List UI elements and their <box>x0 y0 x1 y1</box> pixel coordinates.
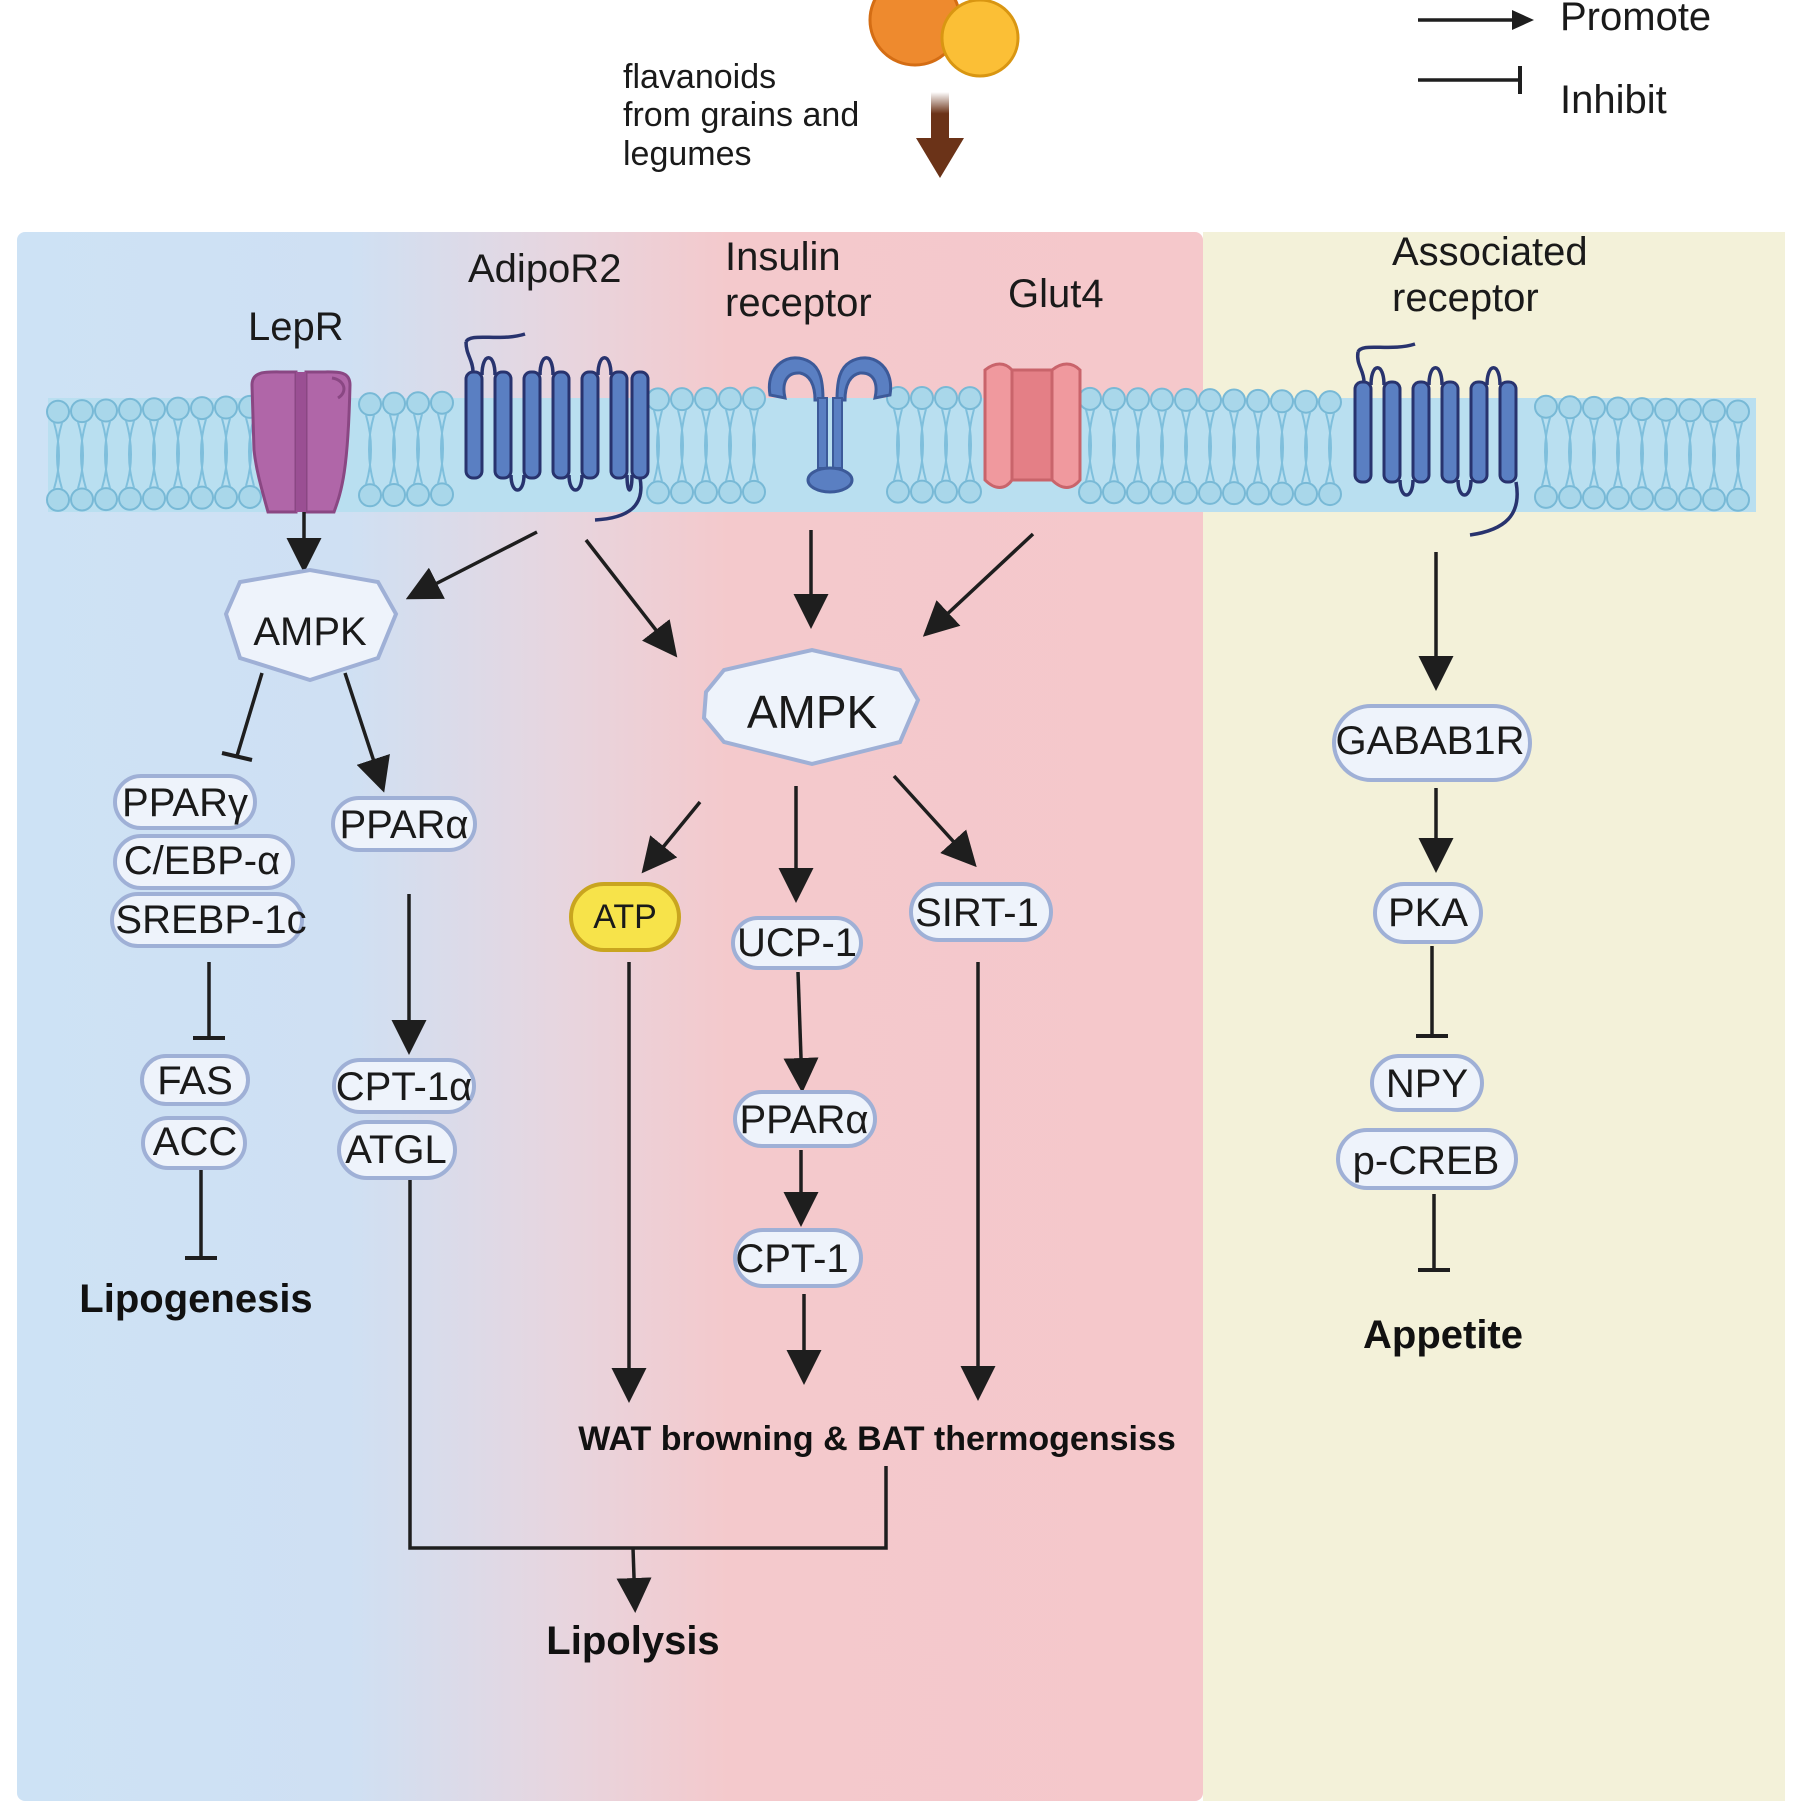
cpt-1a-label: CPT-1α <box>336 1065 472 1109</box>
fas-label: FAS <box>157 1059 233 1103</box>
flavonoid-source-line-3: legumes <box>623 135 752 173</box>
atp-label: ATP <box>593 898 657 936</box>
ampk-left-label: AMPK <box>253 610 367 654</box>
atgl-node: ATGL <box>337 1120 457 1180</box>
flavonoid-source-line-2: from grains and <box>623 96 859 134</box>
pka-node: PKA <box>1373 882 1483 944</box>
ppar-gamma-label: PPARγ <box>122 781 248 825</box>
sirt-1-node: SIRT-1 <box>909 882 1053 942</box>
p-creb-node: p-CREB <box>1336 1128 1518 1190</box>
legend: Promote Inhibit <box>1418 0 1711 122</box>
p-creb-label: p-CREB <box>1353 1139 1500 1183</box>
npy-label: NPY <box>1386 1062 1468 1106</box>
ampk-center-label: AMPK <box>747 686 878 738</box>
srebp-1c-label: SREBP-1c <box>115 898 306 942</box>
ppar-alpha-left-node: PPARα <box>331 796 477 852</box>
lipolysis-label: Lipolysis <box>546 1619 719 1663</box>
intake-arrow-icon <box>916 92 964 178</box>
cpt-1-label: CPT-1 <box>735 1237 848 1281</box>
atp-node: ATP <box>569 882 681 952</box>
associated-receptor-label-2: receptor <box>1392 276 1539 320</box>
lepr-label: LepR <box>248 305 344 349</box>
srebp-1c-node: SREBP-1c <box>110 892 307 948</box>
lipogenesis-label: Lipogenesis <box>79 1277 312 1321</box>
legend-inhibit-label: Inhibit <box>1560 78 1667 122</box>
lepr-receptor-icon <box>250 370 352 514</box>
glut4-transporter-icon <box>983 362 1082 489</box>
cebp-alpha-node: C/EBP-α <box>113 834 295 890</box>
ppar-alpha-center-node: PPARα <box>733 1090 877 1148</box>
acc-label: ACC <box>153 1120 237 1164</box>
wat-bat-label: WAT browning & BAT thermogensiss <box>578 1420 1176 1458</box>
gabab1r-node: GABAB1R <box>1332 704 1532 782</box>
appetite-label: Appetite <box>1363 1313 1523 1357</box>
cpt-1-node: CPT-1 <box>733 1228 863 1288</box>
ampk-left-node: AMPK <box>223 567 399 683</box>
cebp-alpha-label: C/EBP-α <box>124 839 280 883</box>
insulin-receptor-icon <box>767 356 893 494</box>
ucp-1-node: UCP-1 <box>731 916 863 970</box>
adipor2-receptor-icon <box>464 332 650 522</box>
gabab1r-label: GABAB1R <box>1336 719 1525 763</box>
ampk-center-node: AMPK <box>701 647 921 767</box>
sirt-1-label: SIRT-1 <box>915 891 1039 935</box>
ppar-alpha-left-label: PPARα <box>339 803 468 847</box>
insulin-receptor-label-1: Insulin <box>725 235 841 279</box>
ppar-gamma-node: PPARγ <box>113 774 257 830</box>
legend-promote-label: Promote <box>1560 0 1711 39</box>
flavonoid-source-line-1: flavanoids <box>623 58 776 96</box>
adipor2-label: AdipoR2 <box>468 247 621 291</box>
associated-receptor-label-1: Associated <box>1392 230 1588 274</box>
ucp-1-label: UCP-1 <box>737 921 857 965</box>
pathway-connectors <box>185 512 1454 1613</box>
npy-node: NPY <box>1370 1054 1484 1112</box>
associated-receptor-icon <box>1353 342 1519 537</box>
flavonoid-molecule-icon <box>868 0 1020 78</box>
glut4-label: Glut4 <box>1008 272 1104 316</box>
acc-node: ACC <box>141 1116 247 1170</box>
pka-label: PKA <box>1388 891 1468 935</box>
insulin-receptor-label-2: receptor <box>725 281 872 325</box>
ppar-alpha-center-label: PPARα <box>739 1098 868 1142</box>
fas-node: FAS <box>140 1054 250 1106</box>
cpt-1a-node: CPT-1α <box>332 1058 476 1114</box>
atgl-label: ATGL <box>345 1128 447 1172</box>
